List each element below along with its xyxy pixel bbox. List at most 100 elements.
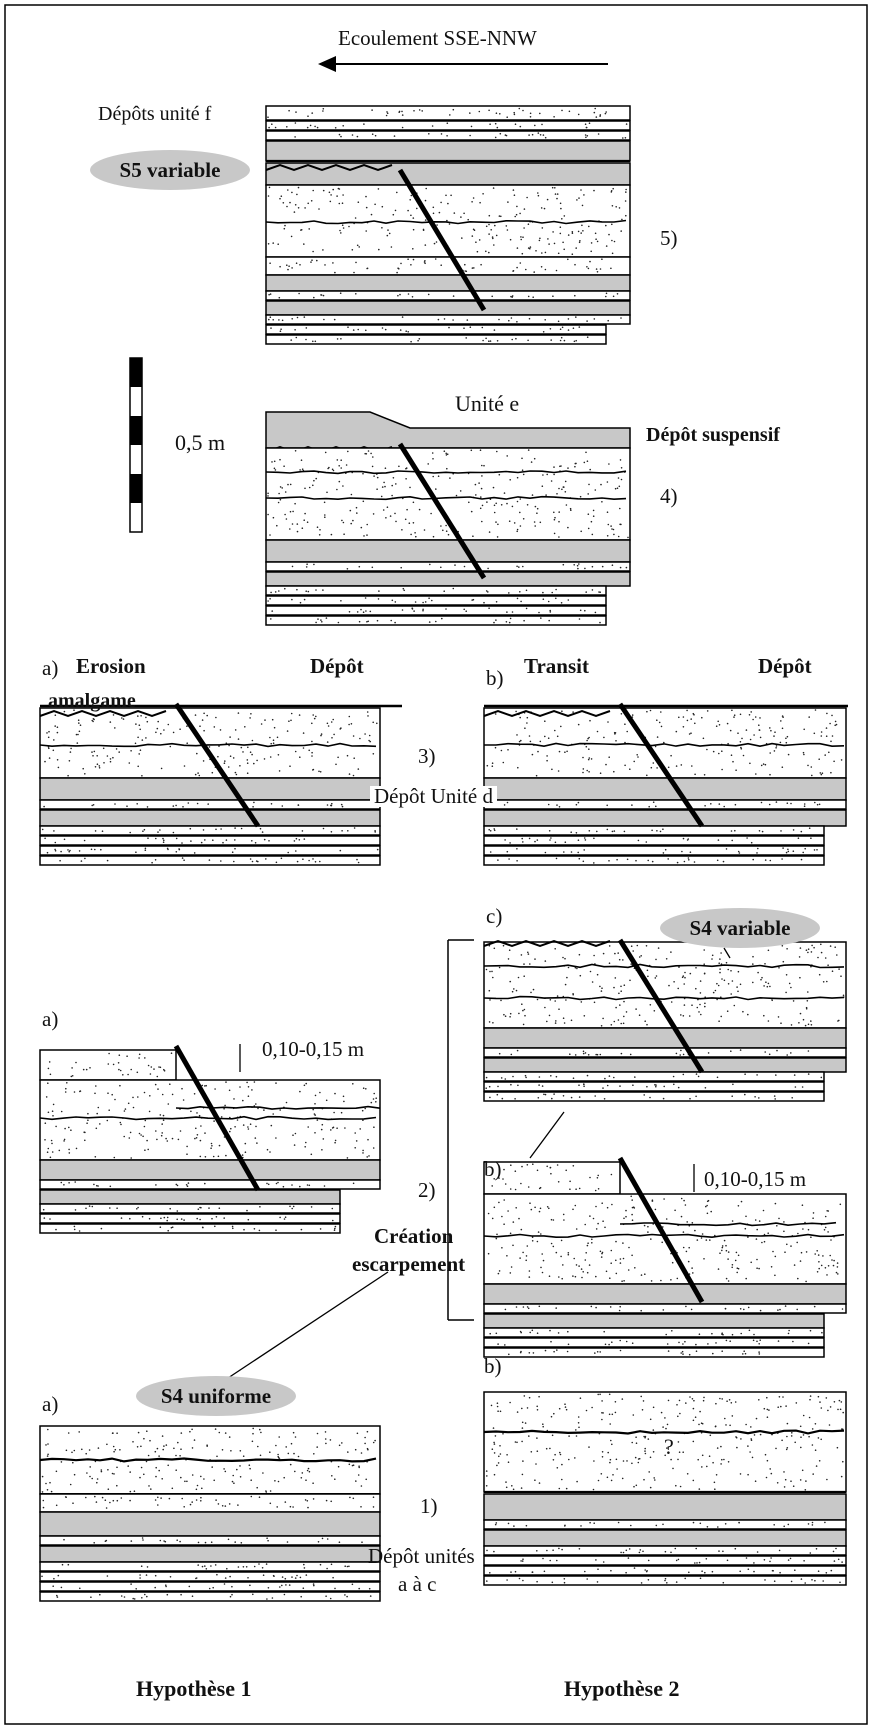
s1a-thin-2-dots [61,1563,350,1570]
s1a-bed-1 [39,1457,377,1463]
s4-thin-2-dots [270,587,601,594]
s4-variable-pointer [723,947,731,959]
s5-thin-6-dots [290,336,589,343]
s5-thin-5 [265,324,607,335]
s2c-thin-1-dots [498,1049,810,1056]
s2b-fault [617,1156,705,1304]
s5-s5-surface [265,163,393,172]
s4-thin-5 [265,615,607,626]
s4-mud-1 [265,539,631,563]
creation-label-line1: Création [374,1224,454,1248]
s5-mud-3 [265,274,631,292]
s1b-mud-2 [483,1529,847,1547]
s3b-thin-3-dots [504,837,812,844]
s2c-thin-4 [483,1091,825,1102]
s1a-sand-lower-dots [42,1495,375,1509]
s3b-thin-5 [483,855,825,866]
s2a-mud-2 [39,1189,341,1205]
s2a-upthrown-top-dots [47,1052,173,1078]
s2c-thin-1 [483,1047,847,1058]
s2c-sand-upper-dots [485,943,845,1027]
s5-mud-1 [265,140,631,162]
stage-2b-offset-label: 0,10-0,15 m [704,1167,807,1191]
s2b-thin-4-dots [508,1349,761,1356]
s1a-thin-2 [39,1561,381,1572]
hypothesis-2-label: Hypothèse 2 [564,1676,680,1701]
s2b-thin-3-dots [497,1339,810,1346]
s5-variable-badge: S5 variable [90,150,250,190]
s2c-thin-3 [483,1081,825,1092]
s3a-sand-upper-dots [44,709,378,777]
stage-2a-letter: a) [42,1007,59,1031]
s2c-mud-1 [483,1027,847,1049]
stage-3b-deposit-label: Dépôt [758,654,812,678]
stage-4-number: 4) [660,484,678,508]
s1b-sand-upper [483,1391,847,1493]
s4-thin-1 [265,561,631,572]
s1a-thin-3-dots [41,1573,334,1580]
s5-sand-mid [265,256,631,276]
s4-thin-4-dots [271,607,597,614]
s4-thin-2 [265,585,607,596]
s2b-upthrown-top-dots [485,1163,613,1192]
s2c-surface [483,939,611,948]
scale-bar-segment [130,474,142,503]
s3a-bed-1 [39,742,377,748]
stage-3a-letter: a) [42,656,59,680]
s2b-thin-4 [483,1347,825,1358]
s3a-thin-2 [39,825,381,836]
s4-uniforme-badge: S4 uniforme [136,1376,296,1416]
s3b-surface [483,709,611,718]
s4-uniforme-connector [221,1271,389,1383]
s2c-mud-2 [483,1057,847,1073]
s2c-bed-1 [483,963,845,969]
s1b-thin-3 [483,1555,847,1566]
scale-bar-segment [130,358,142,387]
scale-label: 0,5 m [175,430,226,455]
stage-3a-deposit-label: Dépôt [310,654,364,678]
s1a-thin-1 [39,1535,381,1546]
s3a-thin-3 [39,835,381,846]
amalgame-label: amalgame [48,690,136,712]
stage-1b-letter: b) [484,1354,502,1378]
s3b-thin-4 [483,845,825,856]
s4-variable-badge: S4 variable [660,908,820,948]
s5-sand-mid-dots [269,258,612,274]
s2a-bed-1 [39,1115,377,1121]
s3a-surface [39,709,167,718]
s2c-fault [617,938,705,1074]
s4-thin-1-dots [291,563,628,570]
s2a-thin-1-dots [60,1181,355,1188]
s2a-thin-2 [39,1203,341,1214]
s5-thin-5-dots [270,326,581,333]
stage-2c-letter: c) [486,904,503,928]
s2b-thin-2 [483,1327,825,1338]
stage-1a-letter: a) [42,1392,59,1416]
stage2-connector [529,1111,565,1159]
s3b-thin-1 [483,799,847,810]
s1b-thin-1-dots [494,1521,826,1528]
s2b-upthrown-top [483,1161,621,1195]
stage-3b-letter: b) [486,666,504,690]
s4-unit-e [265,411,631,449]
s3a-thin-4-dots [46,847,379,854]
s5-bed-1 [265,219,627,225]
s3b-bed-1 [484,742,845,748]
s5-sand-upper [265,184,631,258]
transit-label: Transit [524,654,589,678]
s5-mud-4 [265,300,631,316]
stage-3-number: 3) [418,744,436,768]
s3a-mud-2 [39,809,381,827]
s2a-thin-4-dots [55,1225,337,1232]
scale-bar-segment [130,416,142,445]
s3b-thin-5-dots [497,857,803,864]
s5-unit-f-top-dots [267,107,607,118]
s2a-sand-dots [44,1081,378,1159]
s1b-thin-5-dots [486,1577,841,1584]
s1a-mud-1 [39,1511,381,1537]
s5-thin-2 [265,130,631,141]
s2a-upthrown-top [39,1049,177,1081]
s1b-thin-2-dots [486,1547,837,1554]
s3b-fault [617,702,705,828]
s3b-thin-2-dots [488,827,811,834]
